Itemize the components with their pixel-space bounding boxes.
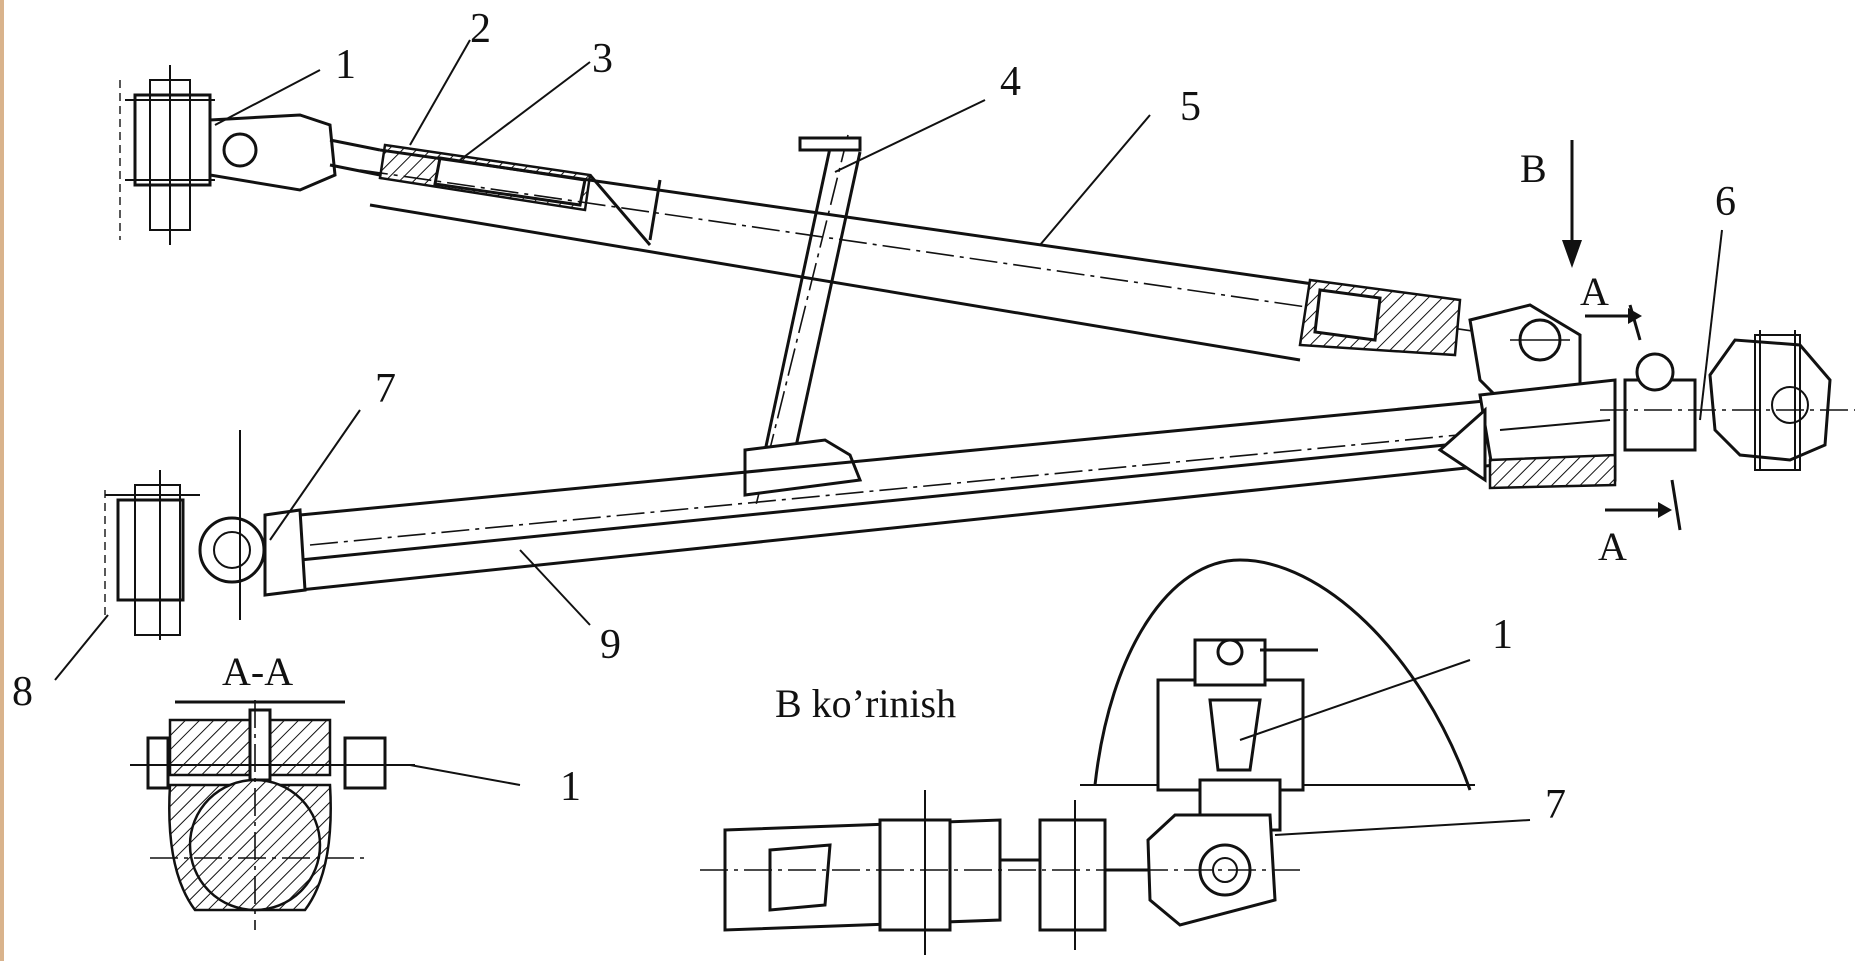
callout-1-section: 1 bbox=[560, 764, 581, 810]
callout-labels: 1 2 3 4 5 6 7 8 9 1 1 7 B A A A-A B ko’r… bbox=[12, 6, 1736, 828]
callout-8: 8 bbox=[12, 669, 33, 715]
callout-6: 6 bbox=[1715, 179, 1736, 225]
callout-5: 5 bbox=[1180, 84, 1201, 130]
callout-2: 2 bbox=[470, 6, 491, 52]
callout-4: 4 bbox=[1000, 59, 1021, 105]
vertical-strut bbox=[743, 134, 863, 506]
callout-7: 7 bbox=[375, 366, 396, 412]
upper-right-clevis bbox=[1468, 303, 1582, 402]
lower-left-joint bbox=[104, 430, 307, 640]
right-hitch bbox=[1600, 330, 1855, 471]
callout-3: 3 bbox=[592, 36, 613, 82]
upper-rod-assembly bbox=[119, 65, 1582, 402]
section-aa-detail bbox=[130, 700, 415, 930]
callout-9: 9 bbox=[600, 622, 621, 668]
upper-right-sleeve bbox=[1298, 278, 1462, 357]
callout-1-view: 1 bbox=[1492, 612, 1513, 658]
upper-joint-head bbox=[208, 113, 381, 192]
page-left-border bbox=[0, 0, 4, 961]
b-view-detail bbox=[700, 558, 1475, 955]
section-cut-markers bbox=[1585, 304, 1682, 531]
view-arrow-label: B bbox=[1520, 146, 1547, 191]
right-mounting-block bbox=[1437, 378, 1617, 490]
section-marker-a-top: A bbox=[1580, 269, 1609, 314]
callout-1-top: 1 bbox=[335, 42, 356, 88]
lower-beam bbox=[299, 398, 1511, 592]
view-title: B ko’rinish bbox=[775, 681, 956, 726]
section-title: A-A bbox=[222, 649, 293, 694]
view-direction-arrow bbox=[1562, 140, 1582, 268]
leader-lines bbox=[54, 39, 1723, 836]
upper-left-bracket bbox=[119, 65, 215, 245]
callout-7-view: 7 bbox=[1545, 782, 1566, 828]
section-marker-a-bottom: A bbox=[1598, 524, 1627, 569]
